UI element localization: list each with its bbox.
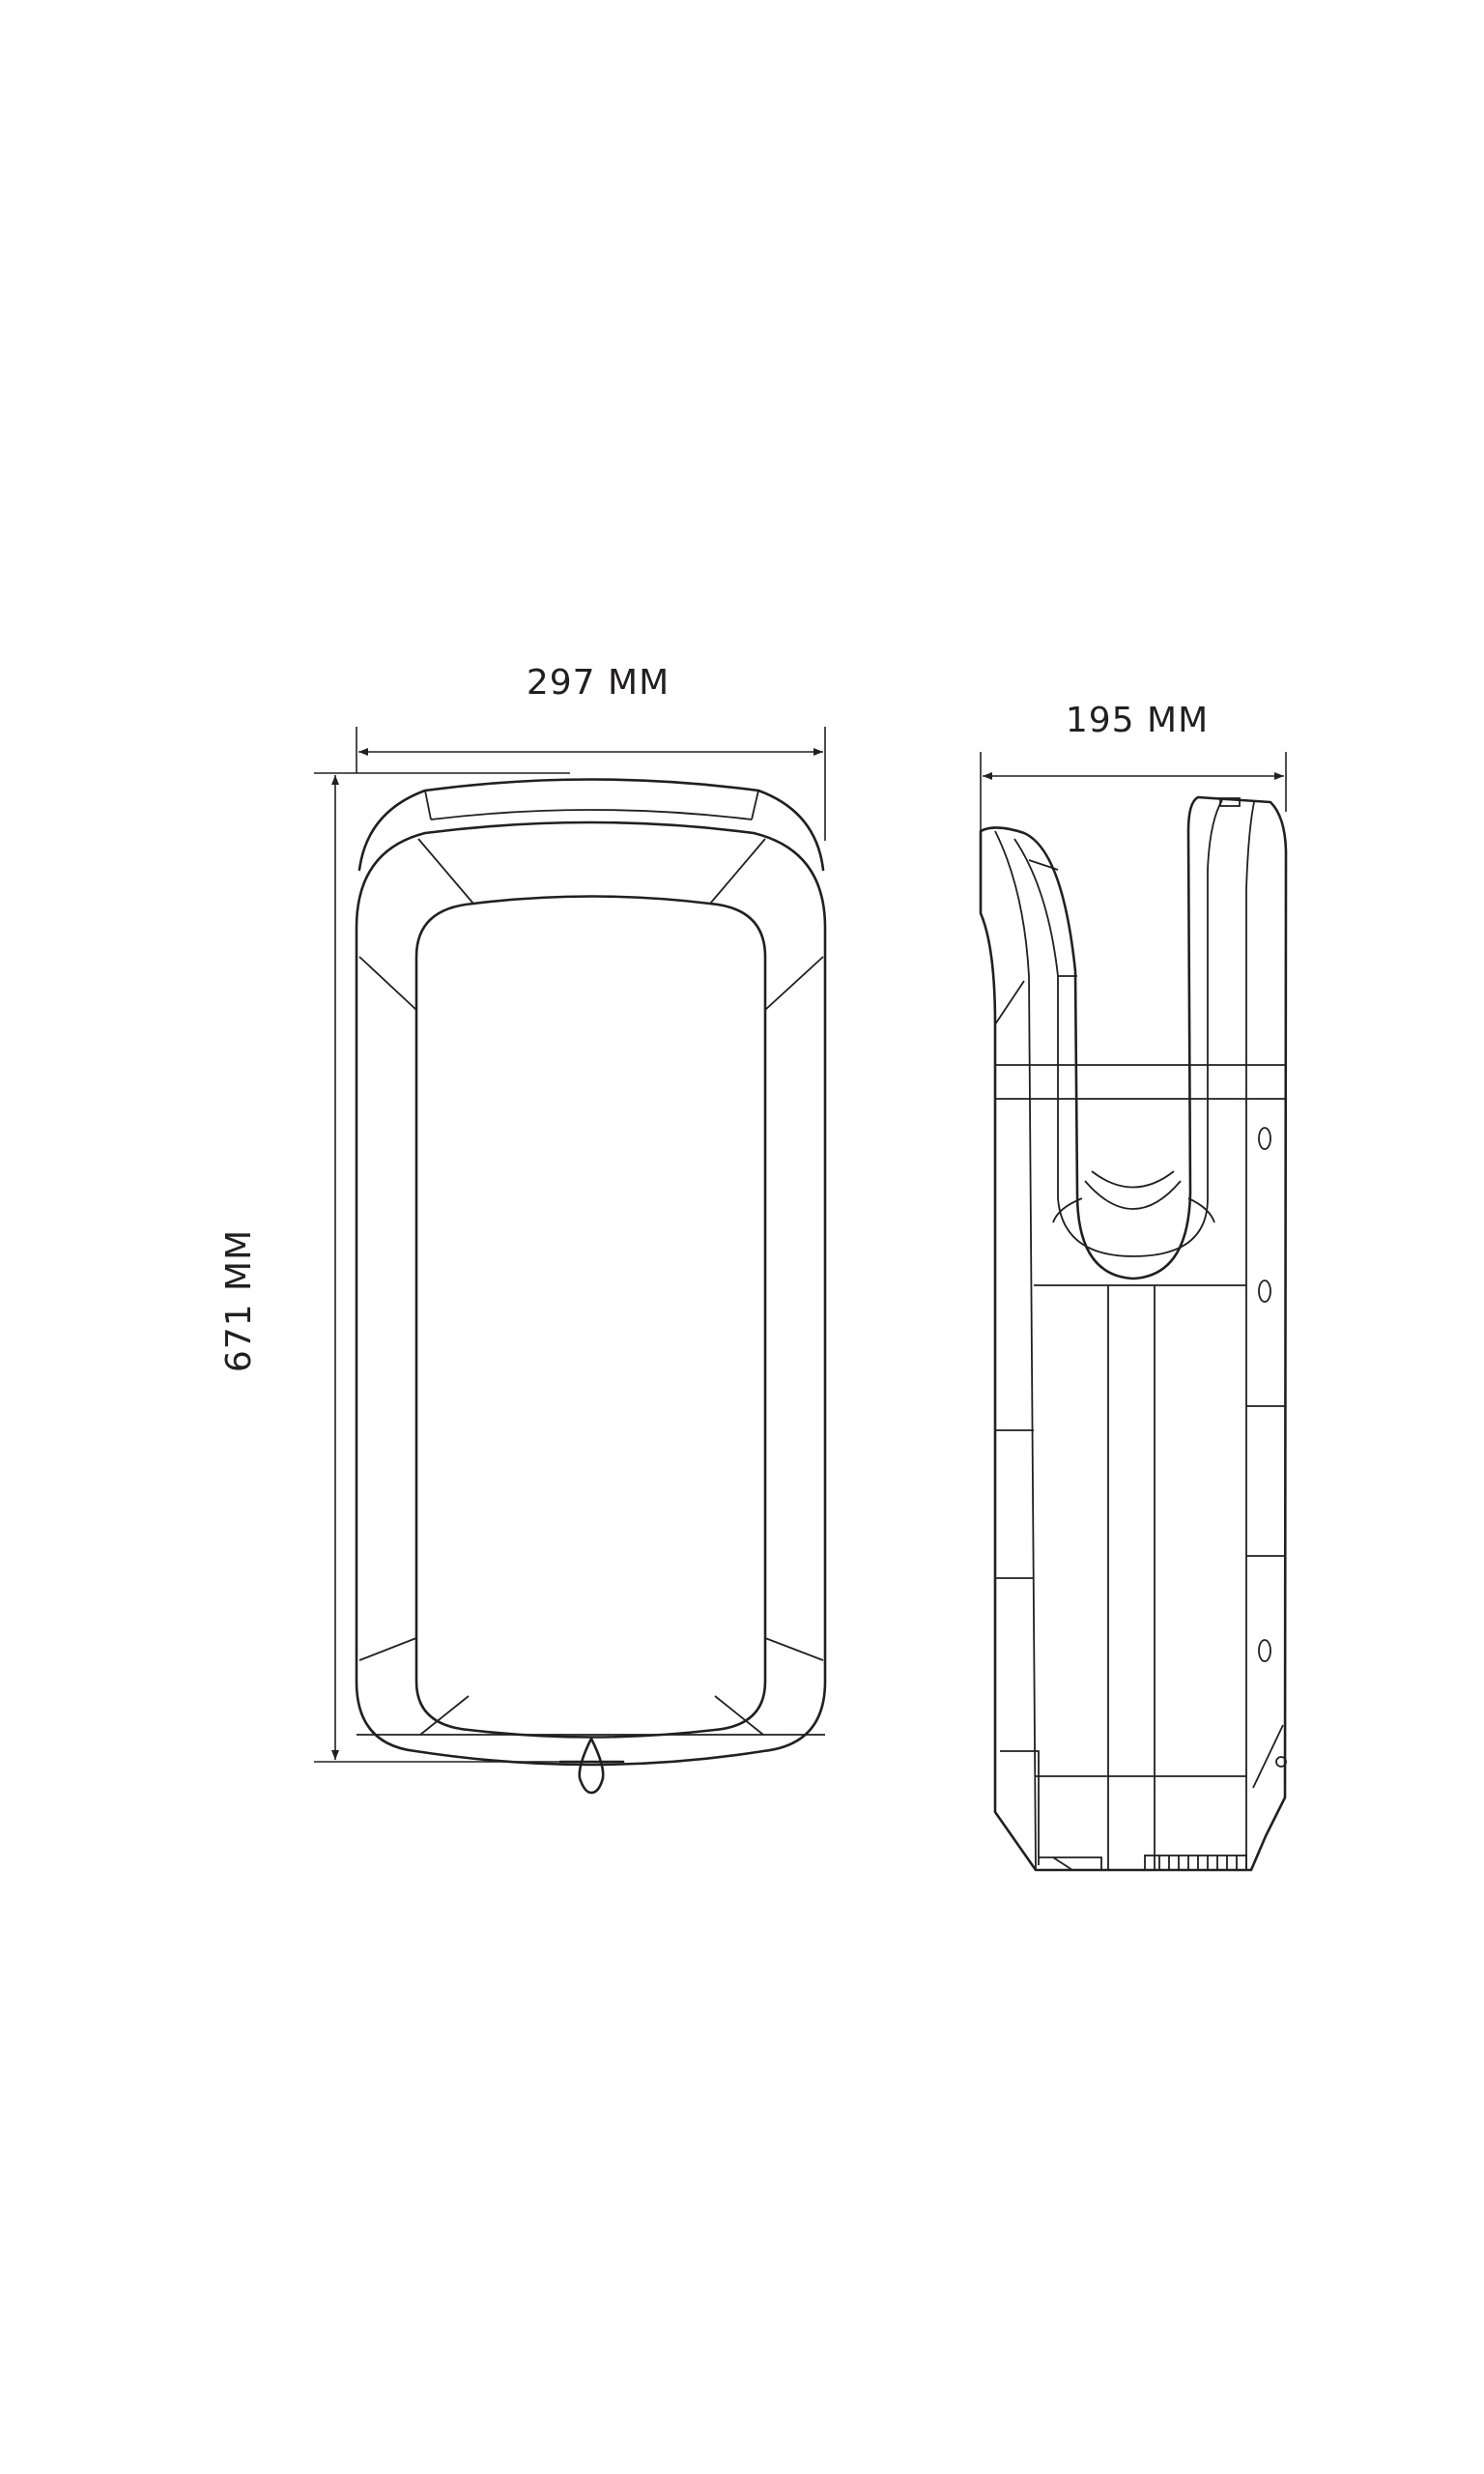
depth-dimension: 195 MM xyxy=(980,701,1287,870)
width-label: 297 MM xyxy=(527,663,670,703)
side-view xyxy=(979,795,1288,1872)
height-dimension: 671 MM xyxy=(219,772,570,1763)
width-dimension: 297 MM xyxy=(356,663,826,841)
front-view xyxy=(355,778,827,1795)
depth-label: 195 MM xyxy=(1066,701,1209,740)
sensor-drop-icon xyxy=(578,1737,605,1795)
height-label: 671 MM xyxy=(219,1229,259,1372)
